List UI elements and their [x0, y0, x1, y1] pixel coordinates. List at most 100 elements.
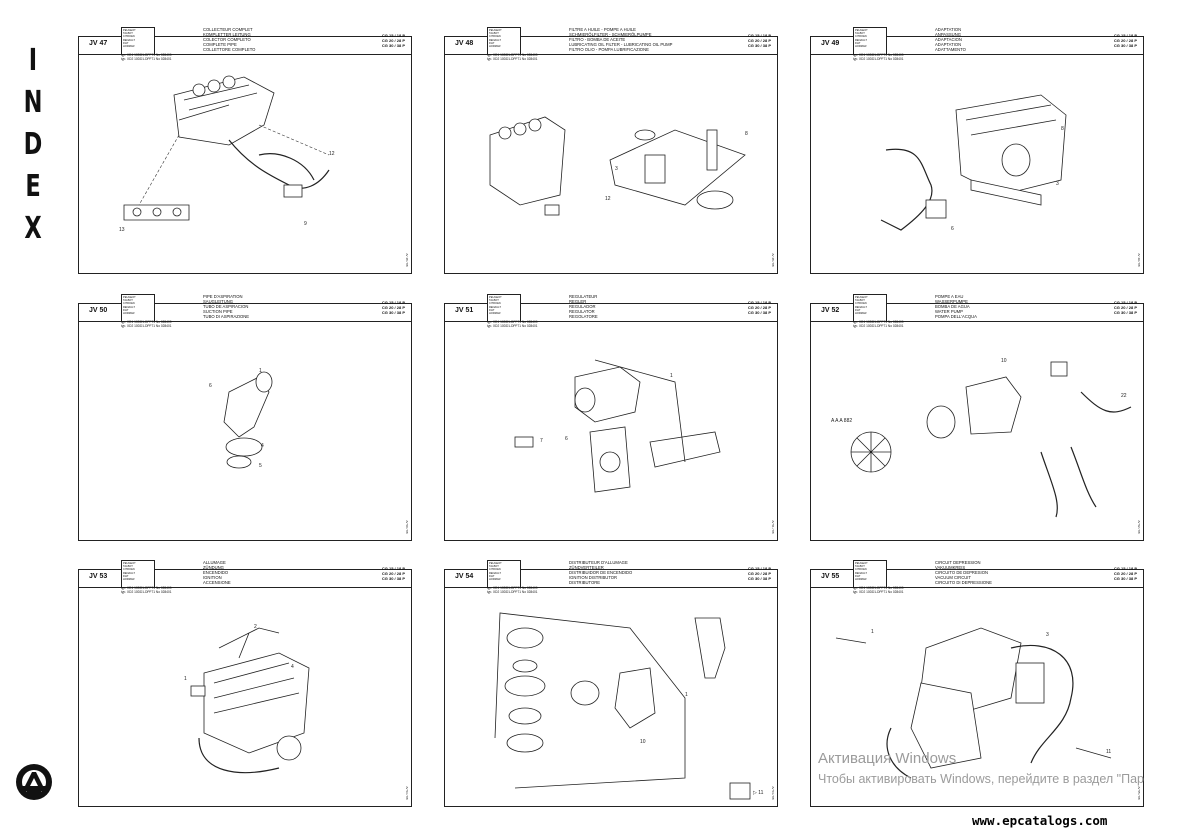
svg-text:1: 1: [871, 629, 874, 635]
svg-text:12: 12: [329, 151, 335, 157]
index-letter: E: [25, 169, 41, 204]
panel-ref: JV 55 / 88: [1137, 786, 1141, 800]
svg-text:9: 9: [304, 221, 307, 227]
svg-text:12: 12: [605, 196, 611, 202]
svg-text:4: 4: [261, 443, 264, 449]
svg-text:1: 1: [184, 676, 187, 682]
panel-code: JV 53: [89, 573, 108, 580]
svg-text:5: 5: [259, 463, 262, 469]
site-url-link[interactable]: www.epcatalogs.com: [972, 813, 1108, 828]
panel-code: JV 52: [821, 307, 840, 314]
svg-text:10: 10: [1001, 358, 1007, 364]
index-letter: D: [23, 127, 43, 162]
index-vertical-label: I N D E X: [18, 40, 48, 250]
parts-drawing: 1 3 11: [835, 627, 1111, 779]
panel-code: JV 49: [821, 40, 840, 47]
panel-ref: JV 53 / 88: [405, 786, 409, 800]
index-letter: I: [28, 43, 38, 78]
panel-code: JV 51: [455, 307, 474, 314]
panel-ref: JV 49 / 88: [1137, 253, 1141, 267]
svg-text:1: 1: [670, 373, 673, 379]
svg-text:A A A 882: A A A 882: [831, 418, 852, 424]
parts-drawing: 2 1 4: [184, 624, 310, 774]
svg-text:2: 2: [254, 624, 257, 630]
activation-watermark-title: Активация Windows: [818, 750, 957, 767]
svg-text:3: 3: [1046, 632, 1049, 638]
svg-text:3: 3: [615, 166, 618, 172]
svg-text:7: 7: [540, 438, 543, 444]
panel-code: JV 50: [89, 307, 108, 314]
panel-ref: JV 48 / 88: [771, 253, 775, 267]
parts-drawing: 836: [880, 94, 1067, 232]
brand-logo-icon: [14, 762, 54, 802]
svg-text:1: 1: [685, 692, 688, 698]
panel-ref: JV 50 / 88: [405, 520, 409, 534]
svg-text:4: 4: [291, 664, 294, 670]
panel-code: JV 47: [89, 40, 108, 47]
panel-code: JV 55: [821, 573, 840, 580]
panel-ref: JV 51 / 88: [771, 520, 775, 534]
svg-text:6: 6: [209, 383, 212, 389]
index-letter: N: [23, 85, 43, 120]
parts-drawing: 12 9 13: [119, 75, 335, 233]
svg-text:▷ 11: ▷ 11: [753, 790, 764, 796]
panel-code: JV 54: [455, 573, 474, 580]
svg-text:10: 10: [640, 739, 646, 745]
svg-text:11: 11: [1106, 749, 1111, 755]
panel-ref: JV 52 / 88: [1137, 520, 1141, 534]
panel-ref: JV 48 / 88: [405, 253, 409, 267]
svg-text:8: 8: [1061, 126, 1064, 132]
panel-ref: JV 54 / 88: [771, 786, 775, 800]
svg-text:13: 13: [119, 227, 125, 233]
parts-drawing: 10 1 ▷ 11: [494, 612, 764, 800]
